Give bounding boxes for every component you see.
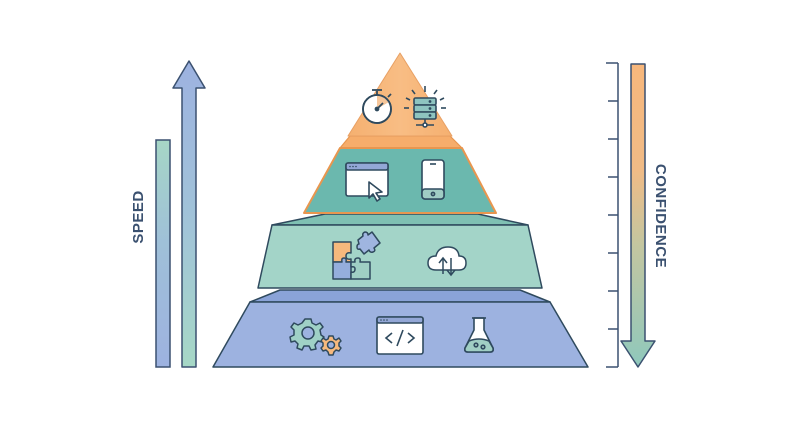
- tier-ui-e2e: [303, 135, 497, 214]
- code-window-icon: [376, 316, 424, 355]
- cloud-sync-icon: [427, 246, 467, 277]
- smartphone-icon: [421, 159, 445, 200]
- tier-top-performance: [347, 52, 453, 137]
- confidence-scale-bracket: [606, 62, 619, 368]
- flask-icon: [464, 317, 494, 353]
- server-network-icon: [404, 86, 446, 128]
- speed-label: SPEED: [130, 190, 147, 243]
- speed-axis: SPEED: [130, 60, 206, 368]
- puzzle-pieces-icon: [332, 231, 381, 280]
- pyramid: [212, 52, 589, 368]
- speed-bar: [155, 139, 171, 368]
- confidence-axis: CONFIDENCE: [606, 62, 669, 368]
- confidence-label: CONFIDENCE: [652, 164, 669, 268]
- confidence-down-arrow-icon: [620, 63, 656, 368]
- gears-icon: [289, 318, 342, 356]
- browser-cursor-icon: [345, 162, 389, 202]
- speed-up-arrow-icon: [172, 60, 206, 368]
- tier-integration: [257, 213, 543, 289]
- stopwatch-icon: [362, 89, 392, 124]
